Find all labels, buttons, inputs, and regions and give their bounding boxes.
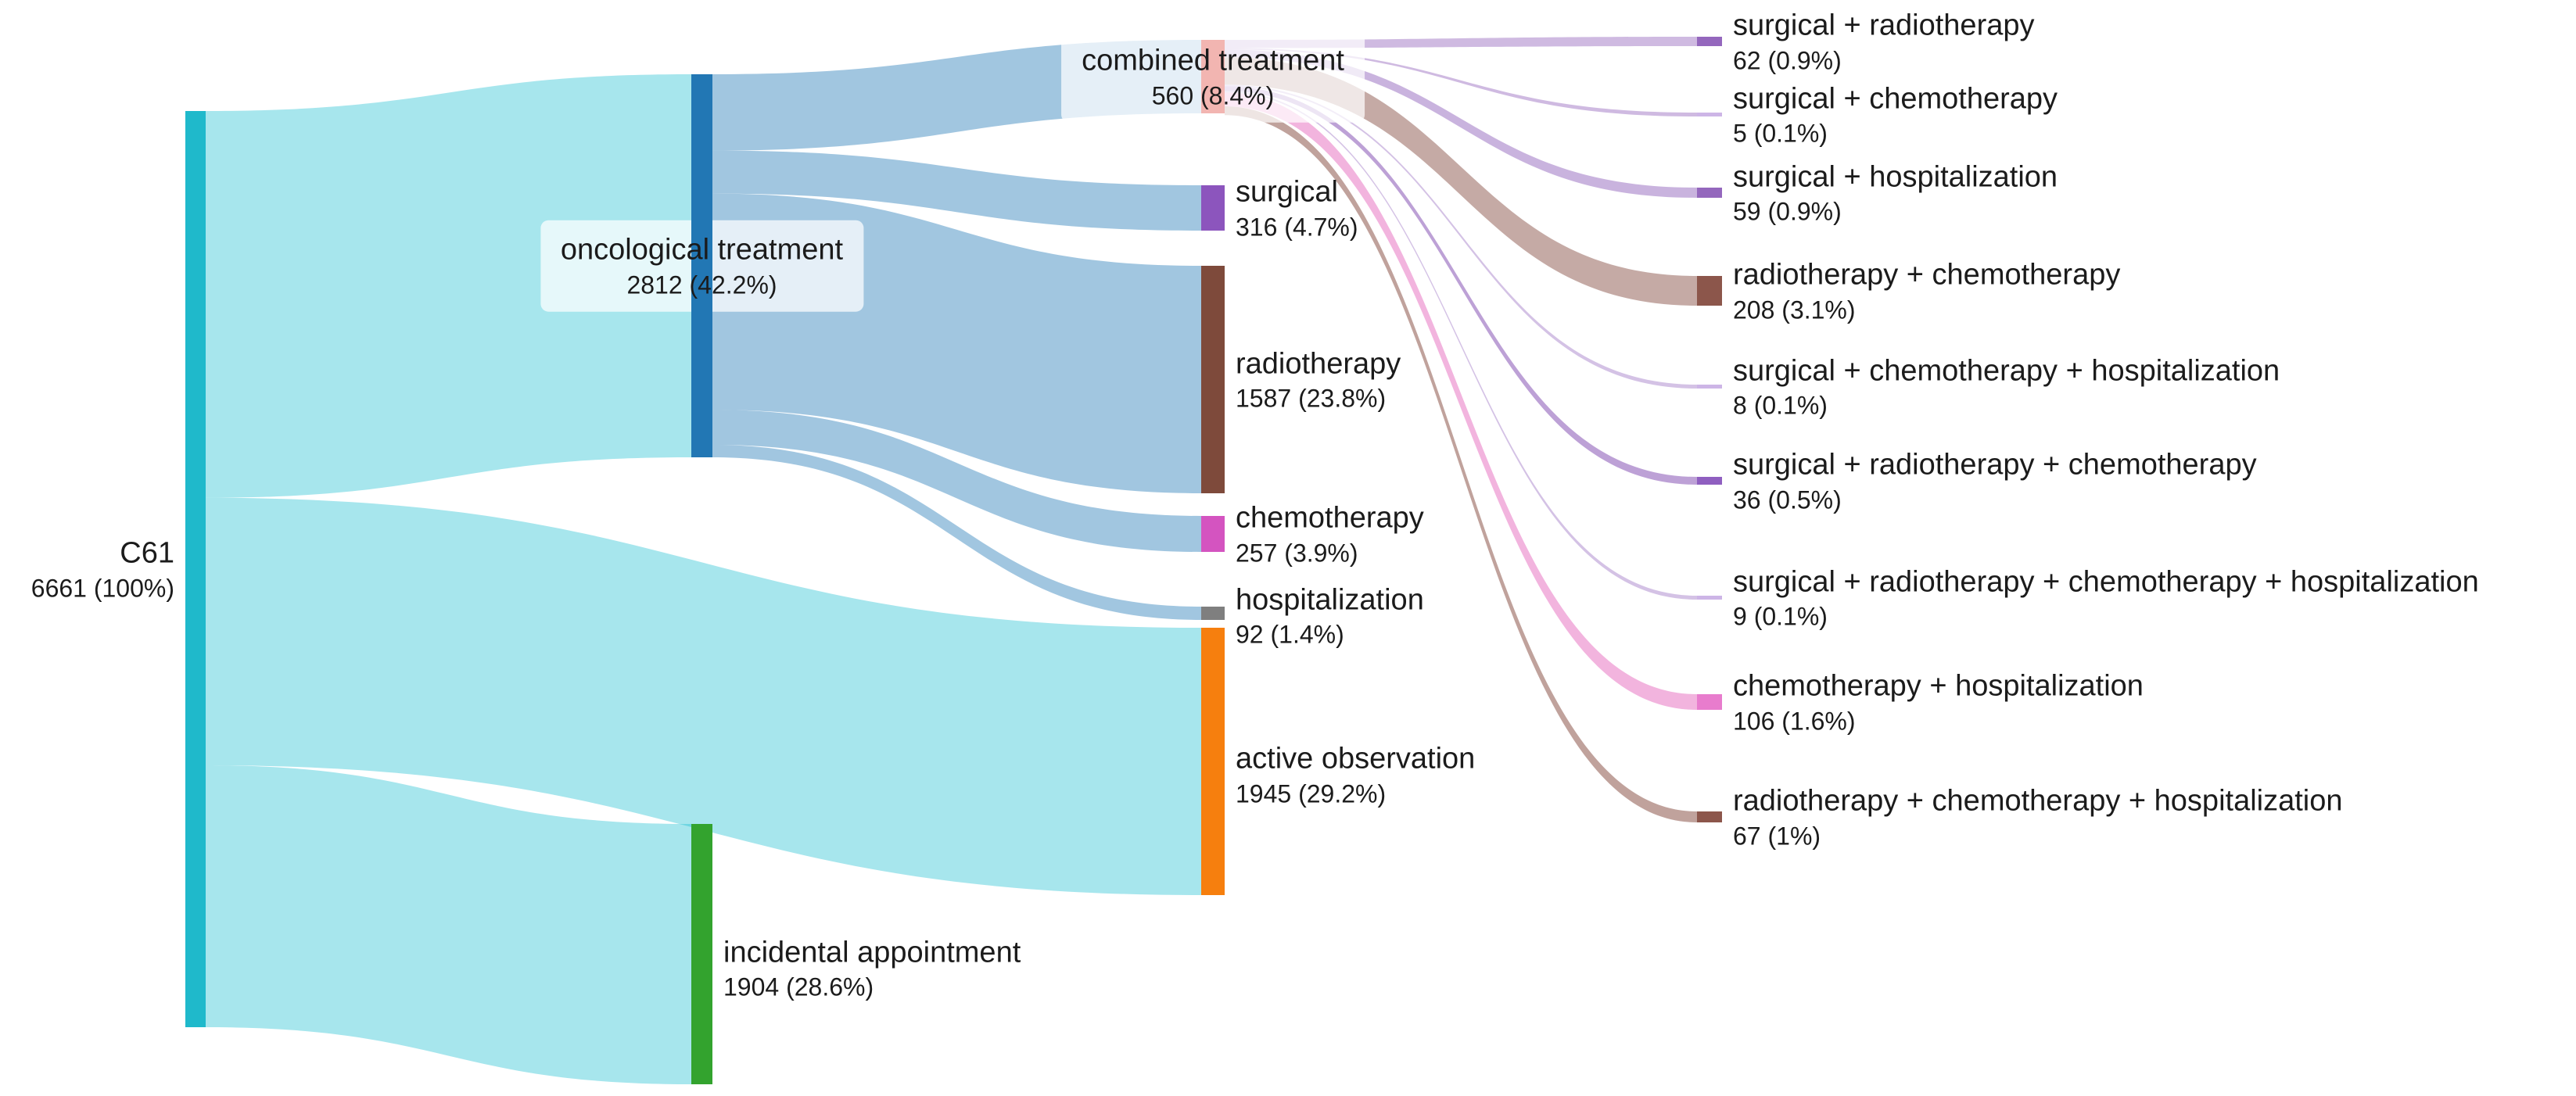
node-oncological[interactable]: [691, 74, 712, 457]
link-c61-incidental: [206, 765, 691, 1084]
node-surgical[interactable]: [1201, 185, 1225, 231]
node-rc[interactable]: [1697, 276, 1722, 306]
link-combined-sr: [1225, 37, 1697, 48]
node-hospitalization[interactable]: [1201, 607, 1225, 620]
link-combined-srch: [1225, 91, 1697, 600]
link-combined-ch: [1225, 92, 1697, 710]
node-srch[interactable]: [1697, 596, 1722, 600]
node-c61[interactable]: [185, 111, 206, 1027]
link-combined-sh: [1225, 49, 1697, 199]
node-radiotherapy[interactable]: [1201, 266, 1225, 493]
link-oncological-combined: [712, 40, 1201, 151]
link-combined-rch: [1225, 106, 1697, 822]
node-incidental[interactable]: [691, 824, 712, 1084]
link-oncological-chemotherapy: [712, 410, 1201, 552]
node-rch[interactable]: [1697, 811, 1722, 822]
link-combined-src: [1225, 86, 1697, 485]
node-ch[interactable]: [1697, 694, 1722, 710]
link-c61-oncological: [206, 74, 691, 498]
link-oncological-hospitalization: [712, 444, 1201, 620]
node-sh[interactable]: [1697, 188, 1722, 198]
link-combined-rc: [1225, 57, 1697, 306]
link-combined-sc: [1225, 48, 1697, 116]
node-sch[interactable]: [1697, 385, 1722, 389]
node-src[interactable]: [1697, 477, 1722, 485]
node-chemotherapy[interactable]: [1201, 516, 1225, 552]
link-c61-active: [206, 497, 1201, 895]
link-oncological-surgical: [712, 150, 1201, 231]
node-combined[interactable]: [1201, 40, 1225, 113]
node-sc[interactable]: [1697, 113, 1722, 116]
node-sr[interactable]: [1697, 37, 1722, 46]
link-combined-sch: [1225, 84, 1697, 389]
node-active[interactable]: [1201, 628, 1225, 895]
